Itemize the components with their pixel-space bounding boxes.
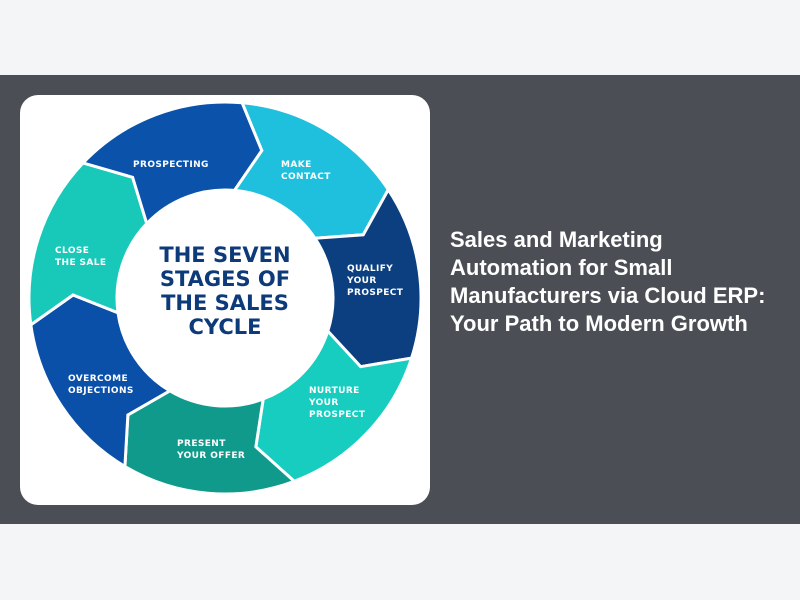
stage-label-make-contact: MAKE CONTACT — [281, 160, 331, 182]
stage-label-prospecting: PROSPECTING — [133, 160, 209, 170]
article-title[interactable]: Sales and Marketing Automation for Small… — [450, 227, 766, 336]
stage-label-present: PRESENT YOUR OFFER — [177, 439, 246, 461]
stage-label-nurture: NURTURE YOUR PROSPECT — [309, 386, 366, 420]
stage-segment-close — [80, 100, 264, 227]
sales-cycle-wheel — [27, 100, 423, 496]
wheel-center-title: THE SEVEN STAGES OF THE SALES CYCLE — [159, 243, 291, 339]
sales-cycle-image: THE SEVEN STAGES OF THE SALES CYCLE PROS… — [20, 95, 430, 505]
stage-label-overcome: OVERCOME OBJECTIONS — [68, 374, 134, 396]
wheel-center-circle — [117, 190, 333, 406]
stage-label-qualify: QUALIFY YOUR PROSPECT — [347, 264, 404, 298]
stage-label-close: CLOSE THE SALE — [55, 246, 107, 268]
